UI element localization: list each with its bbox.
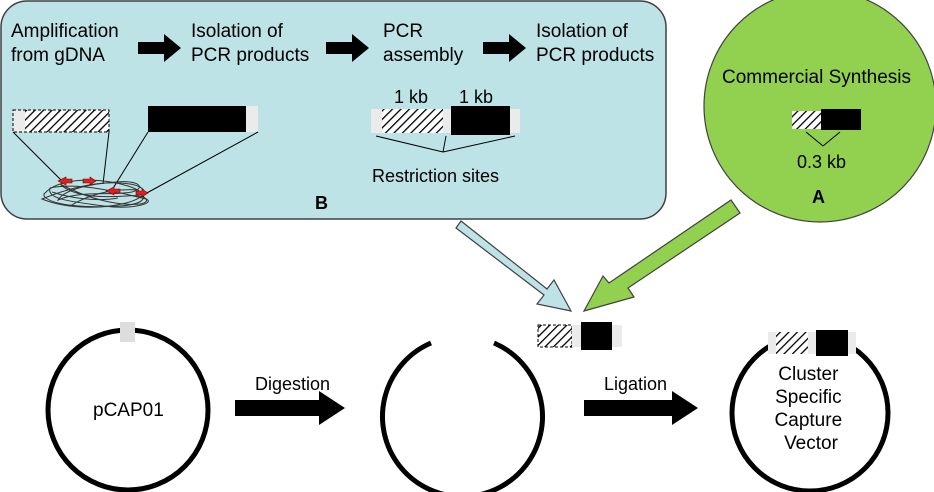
primer-arrow-icons (57, 176, 149, 198)
digestion-label: Digestion (255, 374, 330, 394)
ligation-label: Ligation (604, 374, 667, 394)
step-isolation-label-1: Isolation of PCR products (191, 21, 309, 66)
ligation-arrow (584, 391, 698, 425)
hatched-pcr-product (12, 109, 110, 133)
step-arrow-2 (326, 34, 369, 62)
vector-name-label: pCAP01 (93, 400, 164, 421)
step-amplification-label: Amplification from gDNA (11, 21, 124, 66)
solid-pcr-product (148, 106, 258, 132)
restriction-sites-label: Restriction sites (372, 166, 499, 186)
fragment-size-label-1: 1 kb (394, 87, 428, 107)
linearized-vector (380, 340, 545, 492)
capture-vector-label: Cluster Specific Capture Vector (775, 364, 848, 454)
panel-b-output-arrow (455, 220, 573, 312)
step-arrow-3 (483, 34, 526, 62)
step-arrow-1 (138, 34, 181, 62)
panel-a-output-arrow (582, 199, 741, 312)
restriction-site-marker (120, 322, 135, 342)
panel-a: Commercial Synthesis 0.3 kb A (703, 0, 934, 223)
synthesized-fragment (792, 109, 861, 130)
panel-b-letter: B (315, 193, 328, 213)
digestion-arrow (235, 391, 345, 425)
step-isolation-label-2: Isolation of PCR products (536, 21, 654, 66)
assembled-fragment (371, 106, 520, 135)
commercial-synthesis-label: Commercial Synthesis (722, 67, 911, 88)
insert-fragment (537, 322, 622, 350)
fragment-size-label-2: 1 kb (459, 87, 493, 107)
capture-vector-insert (768, 330, 856, 356)
restriction-site-brackets (375, 135, 516, 153)
capture-vector: Cluster Specific Capture Vector (729, 330, 891, 492)
synthesized-size-label: 0.3 kb (797, 152, 846, 172)
panel-a-circle (703, 0, 934, 223)
primer-connector-lines (12, 131, 259, 195)
pcap01-vector: pCAP01 (45, 322, 211, 492)
gdna-tangle-icon (40, 179, 149, 208)
panel-a-letter: A (812, 187, 825, 207)
step-pcr-assembly-label: PCR assembly (383, 21, 464, 66)
synthesized-size-bracket (805, 131, 841, 147)
panel-b: Amplification from gDNA Isolation of PCR… (0, 0, 667, 220)
